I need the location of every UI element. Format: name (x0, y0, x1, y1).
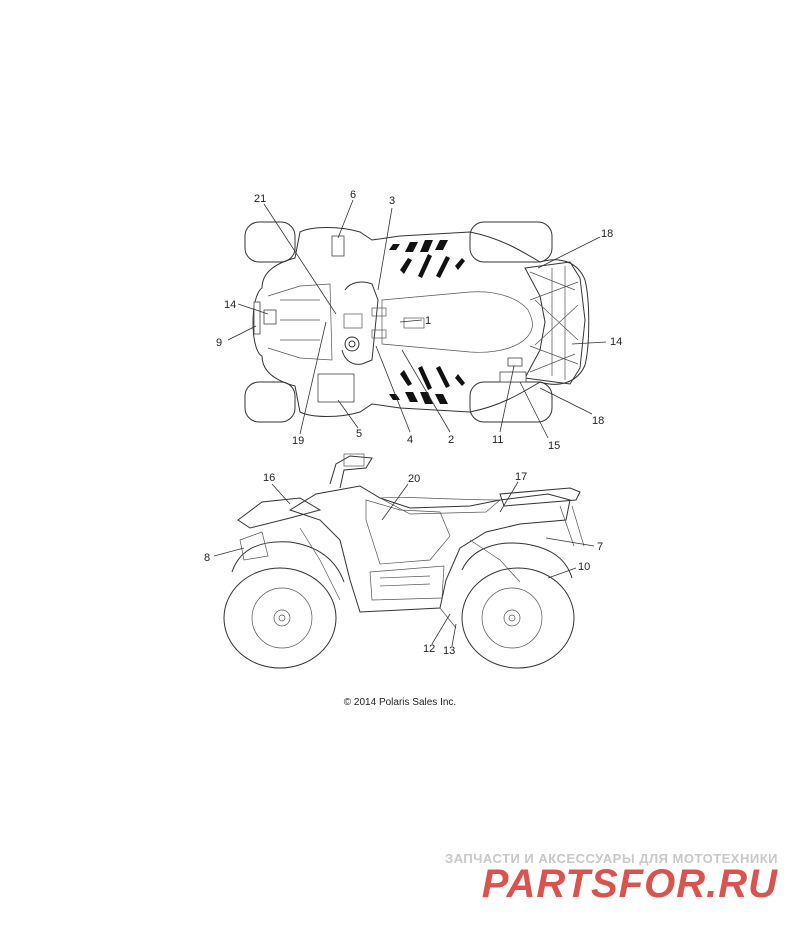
callout-7: 7 (597, 541, 603, 553)
body-outline-top (252, 227, 590, 417)
callout-3: 3 (389, 195, 395, 207)
atv-side-view (213, 453, 595, 669)
callout-17: 17 (515, 471, 527, 483)
callout-1: 1 (425, 315, 431, 327)
body-side (288, 485, 571, 613)
handlebar-side (329, 455, 373, 489)
callout-2: 2 (448, 434, 454, 446)
seat-side (378, 497, 501, 515)
decal-fender-left (389, 240, 465, 278)
callout-8: 8 (204, 552, 210, 564)
callout-12: 12 (423, 643, 435, 655)
front-rack-grid (280, 299, 320, 341)
callout-20: 20 (408, 473, 420, 485)
handlebar-top (341, 281, 379, 365)
callout-14-rear: 14 (610, 336, 622, 348)
callout-18-bottom: 18 (592, 415, 604, 427)
gas-cap-top (344, 336, 360, 352)
atv-top-view (227, 199, 607, 439)
leader-lines-top (227, 199, 607, 439)
label-box-6 (331, 235, 345, 257)
rear-fender-side (461, 542, 573, 579)
watermark-tagline: ЗАПЧАСТИ И АКСЕССУАРЫ ДЛЯ МОТОТЕХНИКИ (445, 851, 778, 866)
rear-rack-pattern (529, 266, 579, 380)
callout-14-front: 14 (224, 299, 236, 311)
label-box-9 (253, 301, 261, 335)
seat-top (381, 291, 533, 353)
wheel-top-rear-right (469, 381, 553, 423)
engine-side (369, 565, 445, 601)
leader-lines-side (213, 481, 595, 647)
callout-19: 19 (292, 435, 304, 447)
callout-13: 13 (443, 645, 455, 657)
callout-16: 16 (263, 472, 275, 484)
label-box-15 (499, 371, 527, 383)
front-rack-top (267, 283, 333, 361)
wheel-top-front-left (244, 221, 296, 263)
front-rack-side (237, 497, 322, 529)
decal-fender-right (389, 366, 465, 404)
label-box-14-front (263, 309, 277, 325)
callout-numbers: 21 6 3 18 14 9 1 14 19 5 4 2 11 15 18 16… (204, 189, 622, 657)
callout-10: 10 (578, 561, 590, 573)
label-box-11 (507, 357, 523, 367)
copyright-notice: © 2014 Polaris Sales Inc. (343, 697, 457, 708)
label-box-5 (317, 373, 355, 403)
callout-6: 6 (350, 189, 356, 201)
callout-11: 11 (492, 434, 503, 446)
wheel-top-front-right (244, 381, 296, 423)
watermark-logo: PARTSFOR.RU (481, 862, 778, 906)
wheel-top-rear-left (469, 221, 553, 263)
rear-rack-top (524, 261, 586, 385)
callout-21: 21 (254, 193, 266, 205)
wheel-side-rear (461, 567, 575, 669)
side-panel-decal (365, 499, 451, 565)
callout-4: 4 (407, 434, 413, 446)
wheel-side-front (223, 567, 337, 669)
rear-rack-side (499, 487, 581, 507)
callout-15: 15 (548, 440, 560, 452)
callout-18-top: 18 (601, 228, 613, 240)
callout-9: 9 (216, 337, 222, 349)
callout-5: 5 (356, 428, 362, 440)
